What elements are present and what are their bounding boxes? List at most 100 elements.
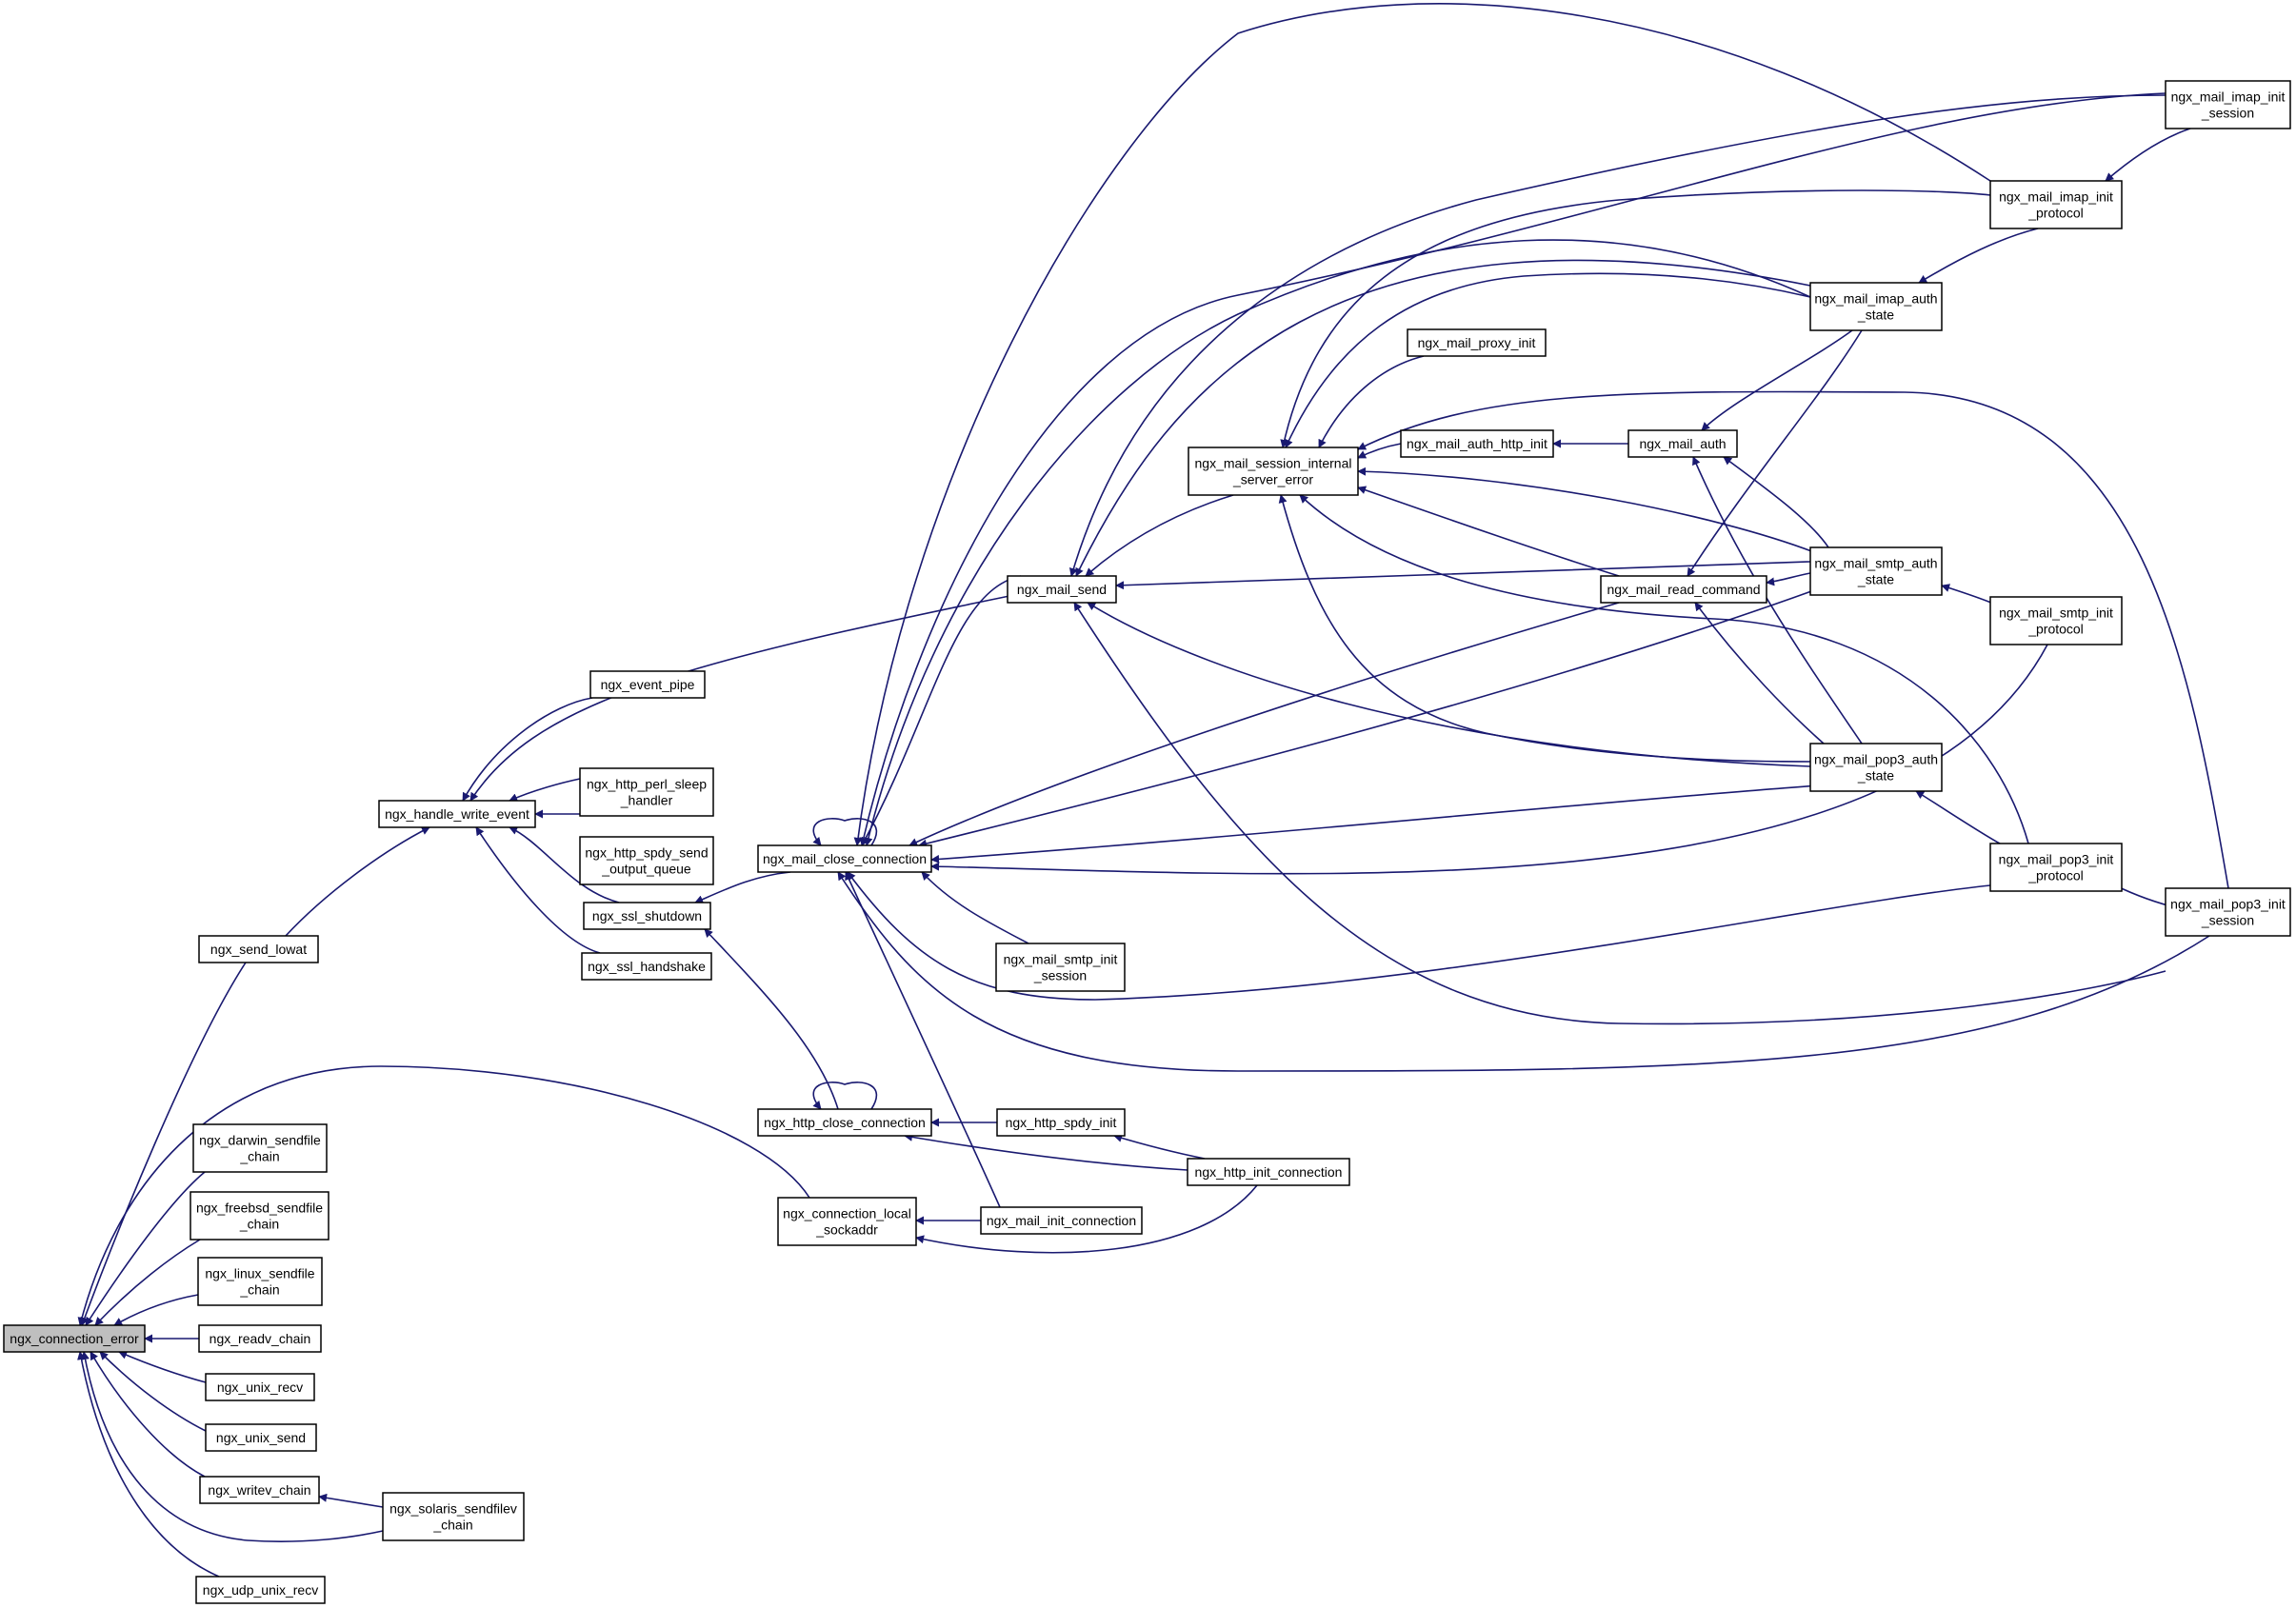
node-ngx-mail-imap-init-protocol[interactable]: ngx_mail_imap_init_protocol [1989,180,2123,229]
node-ngx-mail-close-connection[interactable]: ngx_mail_close_connection [757,844,932,873]
edge-ngx_connection_local_sockaddr-to-ngx_connection_error [77,1065,810,1326]
node-ngx-mail-smtp-auth-state[interactable]: ngx_mail_smtp_auth_state [1809,546,1943,596]
node-label: ngx_mail_auth [1639,436,1726,451]
node-box [1007,575,1117,604]
edge-ngx_mail_pop3_auth_state-to-ngx_mail_close_connection [930,784,1820,864]
edge-ngx_mail_read_command-to-ngx_mail_close_connection [908,602,1620,846]
node-ngx-http-spdy-send-output-queue[interactable]: ngx_http_spdy_send_output_queue [579,836,714,885]
edge-ngx_freebsd_sendfile_chain-to-ngx_connection_error [94,1239,201,1326]
edge-ngx_mail_init_connection-to-ngx_mail_close_connection [845,871,1001,1208]
node-box [1809,546,1943,596]
edge-ngx_mail_imap_auth_state-to-ngx_mail_read_command [1687,329,1863,577]
edge-ngx_ssl_shutdown-to-ngx_handle_write_event [509,826,620,903]
node-ngx-mail-auth-http-init[interactable]: ngx_mail_auth_http_init [1400,429,1554,458]
edge-ngx_mail_pop3_init_protocol-to-ngx_mail_session_internal_server_error [1299,494,2029,844]
node-box [980,1206,1143,1235]
node-ngx-unix-send[interactable]: ngx_unix_send [205,1423,317,1452]
edge-ngx_mail_imap_init_session-to-ngx_mail_close_connection [859,92,2166,846]
node-box [583,902,711,930]
node-ngx-handle-write-event[interactable]: ngx_handle_write_event [378,800,536,828]
node-ngx-mail-send[interactable]: ngx_mail_send [1007,575,1117,604]
edge-ngx_mail_smtp_auth_state-to-ngx_mail_read_command [1766,572,1811,586]
node-ngx-mail-auth[interactable]: ngx_mail_auth [1627,429,1738,458]
node-ngx-mail-read-command[interactable]: ngx_mail_read_command [1600,575,1767,604]
node-box [1809,743,1943,792]
edge-ngx_mail_close_connection-to-ngx_mail_close_connection [812,818,878,846]
node-box [1407,328,1547,357]
node-ngx-connection-local-sockaddr[interactable]: ngx_connection_local_sockaddr [777,1197,917,1246]
node-label: ngx_ssl_handshake [588,959,706,974]
edge-ngx_http_init_connection-to-ngx_http_spdy_init [1113,1134,1206,1160]
node-label: ngx_unix_send [216,1430,306,1445]
node-box [757,1108,932,1137]
edge-ngx_mail_imap_init_protocol-to-ngx_mail_imap_auth_state [1918,228,2039,284]
edge-ngx_ssl_handshake-to-ngx_handle_write_event [475,826,601,954]
node-box [197,1257,323,1306]
node-label: ngx_darwin_sendfile [199,1133,321,1148]
edge-ngx_writev_chain-to-ngx_connection_error [90,1351,206,1478]
node-ngx-udp-unix-recv[interactable]: ngx_udp_unix_recv [195,1576,326,1604]
node-box [198,935,319,963]
edge-ngx_mail_pop3_init_session-to-ngx_mail_send [1073,602,2166,1025]
node-ngx-http-perl-sleep-handler[interactable]: ngx_http_perl_sleep_handler [579,767,714,817]
node-box [579,767,714,817]
edge-ngx_http_init_connection-to-ngx_connection_local_sockaddr [915,1184,1258,1254]
node-ngx-mail-imap-init-session[interactable]: ngx_mail_imap_init_session [2165,80,2291,129]
edge-ngx_handle_write_event-to-ngx_send_lowat [285,826,430,937]
node-box [198,1324,322,1353]
node-ngx-mail-session-internal-server-error[interactable]: ngx_mail_session_internal_server_error [1188,447,1359,496]
node-ngx-mail-imap-auth-state[interactable]: ngx_mail_imap_auth_state [1809,282,1943,331]
node-ngx-writev-chain[interactable]: ngx_writev_chain [199,1476,320,1504]
node-box [1600,575,1767,604]
node-ngx-mail-pop3-auth-state[interactable]: ngx_mail_pop3_auth_state [1809,743,1943,792]
edge-ngx_solaris_sendfilev_chain-to-ngx_writev_chain [318,1493,384,1508]
node-ngx-mail-pop3-init-session[interactable]: ngx_mail_pop3_init_session [2165,887,2291,937]
node-ngx-linux-sendfile-chain[interactable]: ngx_linux_sendfile_chain [197,1257,323,1306]
node-box [190,1191,329,1241]
node-label: ngx_linux_sendfile [205,1266,314,1281]
node-label: _chain [239,1149,279,1164]
node-ngx-connection-error[interactable]: ngx_connection_error [3,1324,146,1353]
node-label: ngx_mail_pop3_auth [1814,752,1938,767]
node-ngx-mail-init-connection[interactable]: ngx_mail_init_connection [980,1206,1143,1235]
node-ngx-ssl-handshake[interactable]: ngx_ssl_handshake [581,952,712,981]
node-label: ngx_mail_smtp_init [1999,605,2113,621]
node-label: _chain [432,1518,472,1533]
node-box [205,1373,315,1401]
node-box [1989,843,2123,892]
node-label: ngx_mail_send [1017,582,1107,597]
node-ngx-mail-smtp-init-protocol[interactable]: ngx_mail_smtp_init_protocol [1989,596,2123,645]
edge-ngx_mail_close_connection-to-ngx_ssl_shutdown [694,871,791,903]
node-label: ngx_mail_close_connection [763,851,927,866]
node-ngx-send-lowat[interactable]: ngx_send_lowat [198,935,319,963]
node-label: ngx_mail_imap_init [2171,89,2286,105]
node-label: ngx_connection_local [783,1206,911,1221]
node-box [581,952,712,981]
node-ngx-darwin-sendfile-chain[interactable]: ngx_darwin_sendfile_chain [192,1123,328,1173]
node-ngx-freebsd-sendfile-chain[interactable]: ngx_freebsd_sendfile_chain [190,1191,329,1241]
node-ngx-mail-smtp-init-session[interactable]: ngx_mail_smtp_init_session [995,943,1126,992]
node-label: _handler [620,793,673,808]
node-ngx-event-pipe[interactable]: ngx_event_pipe [589,670,706,699]
node-ngx-mail-pop3-init-protocol[interactable]: ngx_mail_pop3_init_protocol [1989,843,2123,892]
node-ngx-solaris-sendfilev-chain[interactable]: ngx_solaris_sendfilev_chain [382,1492,525,1541]
edge-ngx_mail_pop3_auth_state-to-ngx_mail_session_internal_server_error [1278,494,1815,763]
edge-ngx_mail_read_command-to-ngx_mail_session_internal_server_error [1357,486,1620,577]
node-ngx-readv-chain[interactable]: ngx_readv_chain [198,1324,322,1353]
node-ngx-unix-recv[interactable]: ngx_unix_recv [205,1373,315,1401]
edge-ngx_mail_smtp_auth_state-to-ngx_mail_session_internal_server_error [1357,467,1815,553]
node-ngx-http-init-connection[interactable]: ngx_http_init_connection [1187,1158,1350,1186]
node-label: ngx_http_close_connection [764,1115,926,1130]
node-ngx-http-close-connection[interactable]: ngx_http_close_connection [757,1108,932,1137]
node-label: ngx_mail_imap_init [1999,189,2113,205]
edge-ngx_unix_send-to-ngx_connection_error [99,1351,207,1432]
node-ngx-http-spdy-init[interactable]: ngx_http_spdy_init [996,1108,1126,1137]
node-label: _protocol [2027,622,2084,637]
node-label: _state [1857,768,1894,784]
node-box [1188,447,1359,496]
node-ngx-ssl-shutdown[interactable]: ngx_ssl_shutdown [583,902,711,930]
node-ngx-mail-proxy-init[interactable]: ngx_mail_proxy_init [1407,328,1547,357]
node-box [1989,180,2123,229]
node-label: ngx_http_spdy_init [1006,1115,1117,1130]
